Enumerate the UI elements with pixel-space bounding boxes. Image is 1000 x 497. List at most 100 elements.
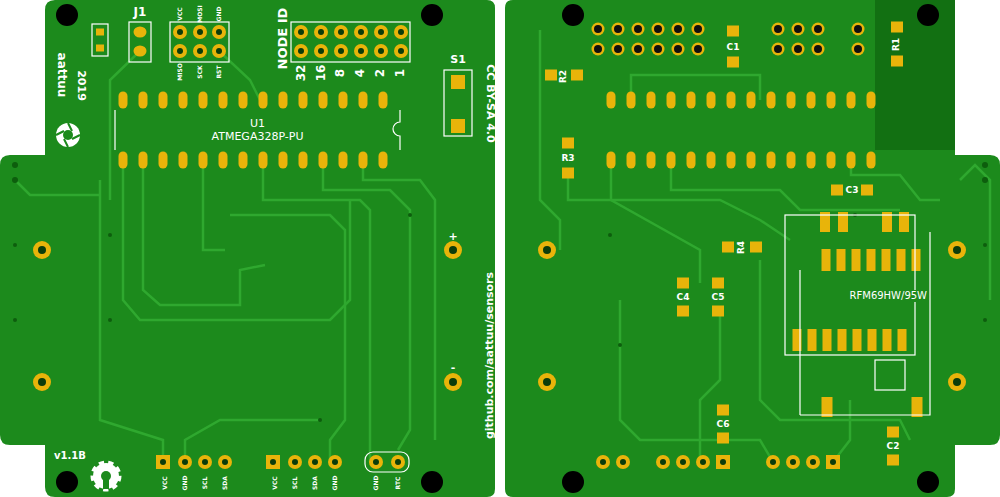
smd-pad [861, 185, 873, 196]
pin-pad [134, 46, 147, 57]
pin-label: MISO [177, 63, 183, 81]
traces [15, 30, 990, 462]
pin-label: GND [373, 476, 379, 491]
drill-hole [160, 459, 166, 465]
ref-label: R3 [561, 154, 574, 163]
pin-label: VCC [162, 476, 168, 489]
back-pad [692, 43, 705, 56]
smd-pad [891, 56, 903, 67]
license-text: CC BY-SA 4.0 [485, 64, 496, 142]
pin-pad [239, 152, 248, 169]
drill-hole [614, 25, 622, 33]
pin-pad [747, 92, 756, 109]
drill-hole [318, 29, 324, 35]
pin-pad [707, 152, 716, 169]
brand-name: aattuu [56, 53, 68, 98]
drill-hole [378, 48, 384, 54]
pin-pad [627, 92, 636, 109]
drill-hole [202, 459, 208, 465]
component-pads [96, 22, 923, 470]
back-pad [672, 43, 685, 56]
smd-pad [571, 70, 583, 81]
drill-hole [654, 45, 662, 53]
smd-pad [883, 329, 892, 351]
drill-hole [600, 459, 606, 465]
pin-label: VCC [272, 476, 278, 489]
round-pad [212, 44, 226, 58]
smd-pad [831, 185, 843, 196]
smd-pad [912, 249, 921, 271]
round-pad [766, 455, 780, 469]
drill-hole [634, 25, 642, 33]
smd-pad [822, 397, 833, 417]
pin-pad [359, 92, 368, 109]
pin-pad [647, 152, 656, 169]
drill-hole [338, 48, 344, 54]
drill-hole [634, 45, 642, 53]
drill-hole [270, 459, 276, 465]
pin-pad [867, 92, 876, 109]
pin-pad [279, 152, 288, 169]
back-pad [772, 23, 785, 36]
pin-label: 16 [315, 65, 327, 82]
ref-label: J1 [134, 6, 147, 18]
mounting-holes [56, 4, 939, 493]
smd-pad [912, 397, 923, 417]
back-pad [792, 43, 805, 56]
pin-pad [299, 92, 308, 109]
pin-pad [687, 92, 696, 109]
drill-hole [292, 459, 298, 465]
pin-pad [119, 92, 128, 109]
pin-pad [319, 92, 328, 109]
drill-hole [358, 48, 364, 54]
round-pad [328, 455, 342, 469]
smd-pad [712, 306, 724, 317]
smd-pad [545, 70, 557, 81]
round-pad [308, 455, 322, 469]
smd-pad [838, 329, 847, 351]
pin-label: GND [216, 7, 222, 22]
pin-pad [199, 152, 208, 169]
drill-hole [770, 459, 776, 465]
smd-pad [562, 168, 574, 179]
drill-hole [398, 48, 404, 54]
smd-pad [727, 26, 739, 37]
back-pad [672, 23, 685, 36]
smd-pad [451, 119, 465, 133]
drill-hole [620, 459, 626, 465]
pin-pad [807, 92, 816, 109]
pin-label: SCL [202, 477, 208, 490]
round-pad [212, 25, 226, 39]
back-pad [812, 43, 825, 56]
drill-hole [774, 25, 782, 33]
pin-label: 32 [295, 65, 307, 82]
drill-hole [318, 48, 324, 54]
drill-hole [814, 45, 822, 53]
back-pad [592, 43, 605, 56]
polarity-mark: - [451, 362, 456, 373]
smd-pad [882, 249, 891, 271]
square-pad [716, 455, 730, 469]
drill-hole [810, 459, 816, 465]
drill-hole [674, 25, 682, 33]
part-value: ATMEGA328P-PU [212, 130, 304, 143]
back-pad [612, 43, 625, 56]
smd-pad [750, 242, 762, 253]
drill-hole [298, 29, 304, 35]
polarity-mark: + [448, 231, 457, 242]
pin-label: 8 [334, 69, 346, 77]
ref-label: C4 [677, 293, 690, 302]
drill-hole [720, 459, 726, 465]
board-back [505, 0, 1000, 497]
smd-pad [887, 427, 899, 438]
pin-pad [807, 152, 816, 169]
pin-label: MOSI [197, 5, 203, 23]
pin-pad [134, 27, 147, 38]
year-text: 2019 [76, 70, 87, 101]
smd-pad [823, 329, 832, 351]
square-pad [156, 455, 170, 469]
round-pad [178, 455, 192, 469]
drill-hole [700, 459, 706, 465]
round-pad [374, 25, 388, 39]
